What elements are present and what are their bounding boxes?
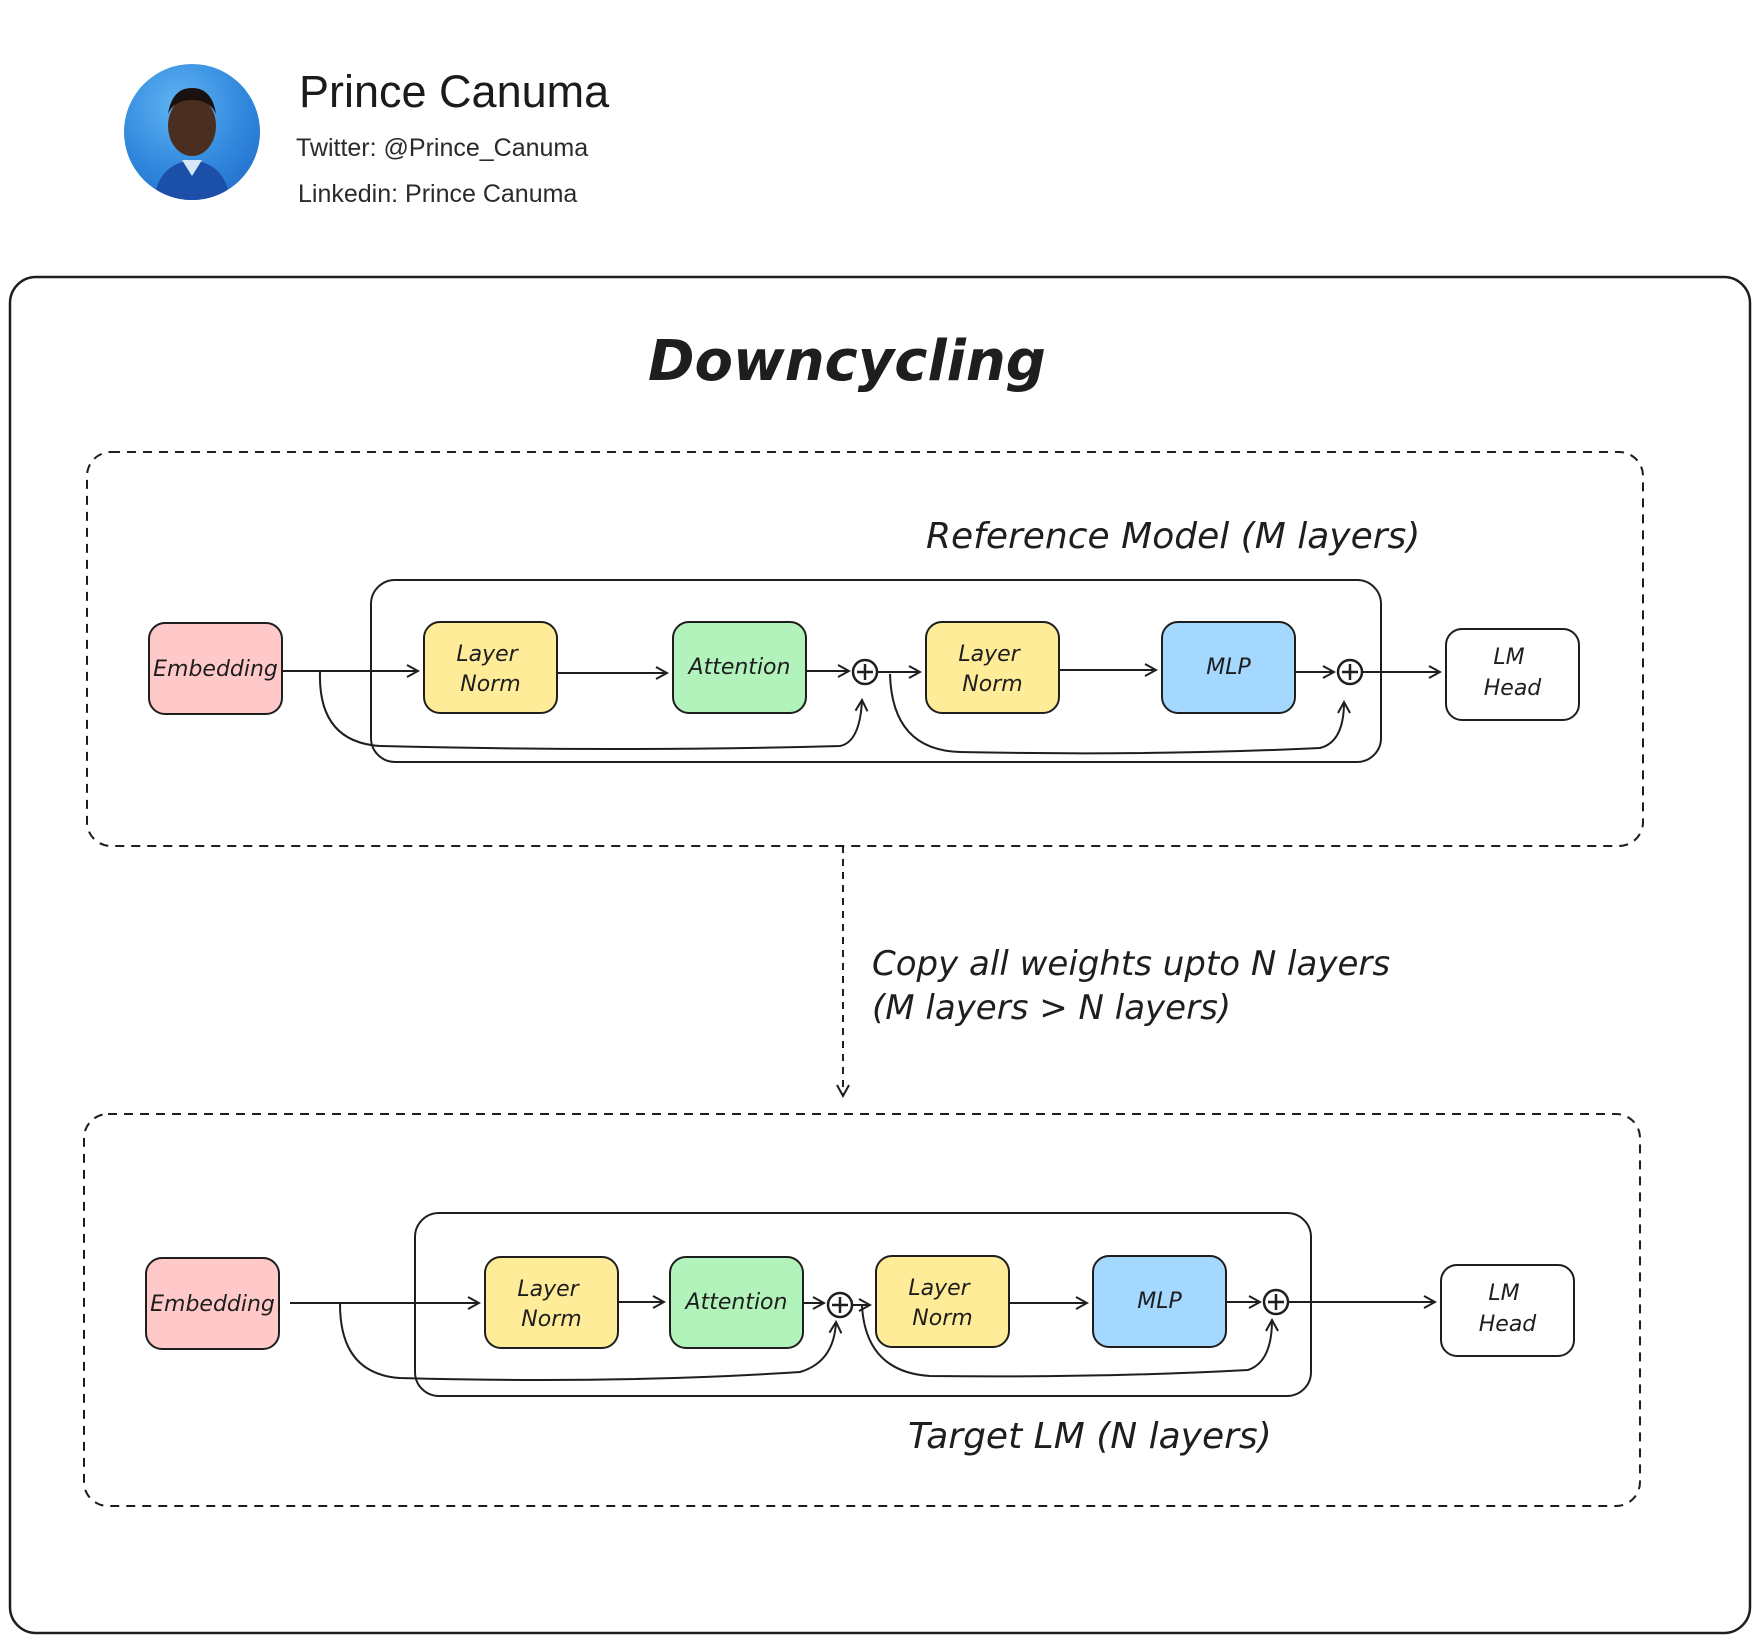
author-name: Prince Canuma	[299, 66, 610, 117]
reference-model-label: Reference Model (M layers)	[926, 516, 1420, 557]
outer-frame	[8, 275, 1752, 1635]
copy-note-line2: (M layers > N layers)	[872, 988, 1231, 1028]
author-twitter: Twitter: @Prince_Canuma	[296, 134, 589, 162]
target-attention-label: Attention	[684, 1290, 788, 1315]
ref-embedding-label: Embedding	[153, 657, 278, 682]
target-layer-norm-1-line2: Norm	[521, 1307, 581, 1332]
target-layer-norm-2-label: Layer Norm	[908, 1276, 976, 1331]
target-mlp-label: MLP	[1137, 1289, 1182, 1314]
ref-residual-1	[318, 671, 862, 750]
target-layer-norm-2-line2: Norm	[912, 1306, 972, 1331]
target-layer-norm-2-box	[875, 1255, 1010, 1348]
ref-residual-2	[889, 673, 1344, 755]
target-embedding-label: Embedding	[150, 1292, 275, 1317]
ref-layer-norm-1-line1: Layer	[456, 642, 519, 667]
ref-layer-norm-2-box	[925, 621, 1060, 714]
author-avatar	[124, 64, 260, 200]
ref-attention-label: Attention	[687, 655, 791, 680]
ref-layer-norm-2-label: Layer Norm	[958, 642, 1026, 697]
ref-mlp-box	[1161, 621, 1296, 714]
target-layer-block	[414, 1212, 1312, 1397]
ref-layer-norm-2-line2: Norm	[962, 672, 1022, 697]
target-layer-norm-2-line1: Layer	[908, 1276, 971, 1301]
ref-lm-head-box	[1445, 628, 1580, 721]
author-header: Prince Canuma Twitter: @Prince_Canuma Li…	[0, 0, 1759, 250]
target-residual-2	[861, 1305, 1272, 1378]
ref-layer-norm-1-label: Layer Norm	[456, 642, 524, 697]
target-lm-head-line2: Head	[1479, 1312, 1538, 1337]
target-layer-norm-1-label: Layer Norm	[517, 1277, 585, 1332]
ref-layer-norm-1-line2: Norm	[460, 672, 520, 697]
ref-layer-norm-2-line1: Layer	[958, 642, 1021, 667]
ref-mlp-label: MLP	[1206, 655, 1251, 680]
target-add-node-2	[1262, 1288, 1290, 1316]
ref-lm-head-line2: Head	[1484, 676, 1543, 701]
target-model-container	[83, 1113, 1641, 1507]
copy-note-line1: Copy all weights upto N layers	[872, 944, 1390, 984]
target-embedding-box	[145, 1257, 280, 1350]
target-layer-norm-1-line1: Layer	[517, 1277, 580, 1302]
diagram-title: Downcycling	[648, 329, 1046, 394]
target-add-node-1	[826, 1291, 854, 1319]
ref-lm-head-line1: LM	[1493, 645, 1524, 670]
ref-add-node-1	[851, 658, 879, 686]
target-lm-head-box	[1440, 1264, 1575, 1357]
ref-add-node-2	[1336, 658, 1364, 686]
ref-attention-box	[672, 621, 807, 714]
target-lm-head-line1: LM	[1488, 1281, 1519, 1306]
copy-weights-note: Copy all weights upto N layers (M layers…	[872, 944, 1401, 1028]
target-layer-norm-1-box	[484, 1256, 619, 1349]
author-linkedin: Linkedin: Prince Canuma	[298, 180, 578, 208]
ref-embedding-box	[148, 622, 283, 715]
reference-model-container	[86, 451, 1644, 847]
target-model-label: Target LM (N layers)	[908, 1416, 1272, 1457]
target-residual-1	[339, 1303, 836, 1381]
target-lm-head-label: LM Head	[1479, 1281, 1538, 1337]
ref-layer-norm-1-box	[423, 621, 558, 714]
ref-lm-head-label: LM Head	[1484, 645, 1543, 701]
avatar-portrait	[154, 88, 230, 200]
